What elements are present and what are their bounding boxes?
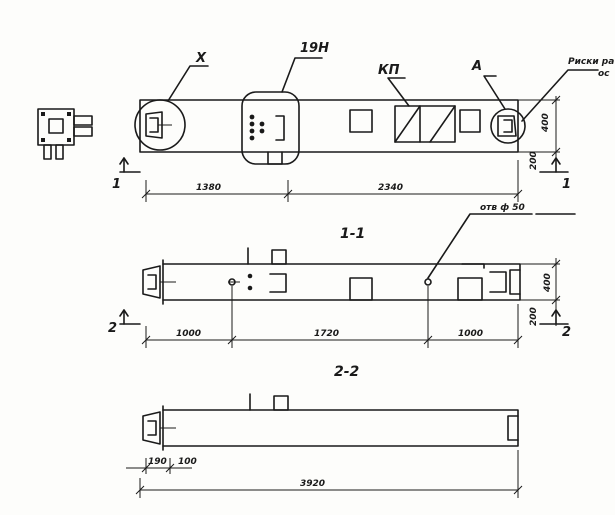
dim-190: 190 bbox=[148, 457, 167, 467]
label-a: А bbox=[471, 59, 482, 74]
dim-400-top: 400 bbox=[541, 113, 551, 133]
section-1-1-title: 1-1 bbox=[340, 226, 365, 242]
connector-detail-icon bbox=[37, 108, 93, 160]
cut-2-right: 2 bbox=[562, 325, 571, 340]
dim-1000-left: 1000 bbox=[176, 329, 201, 339]
cut-2-left: 2 bbox=[108, 321, 117, 336]
label-hole: отв ф 50 bbox=[480, 203, 525, 213]
dim-3920: 3920 bbox=[300, 479, 325, 489]
dim-100: 100 bbox=[178, 457, 197, 467]
section-2-2-title: 2-2 bbox=[334, 364, 359, 380]
label-risk-line1: Риски ра bbox=[568, 57, 614, 67]
label-19h: 19H bbox=[300, 41, 329, 56]
dim-200-top: 200 bbox=[529, 151, 539, 170]
plan-view: X 19H КП А Риски ра ос 400 200 1 1 1380 … bbox=[112, 41, 614, 202]
section-2-2: 2-2 190 100 3920 bbox=[126, 364, 523, 498]
detail-x-circle bbox=[134, 99, 186, 151]
dim-1720: 1720 bbox=[314, 329, 339, 339]
kp-box bbox=[394, 105, 456, 143]
cut-1-left: 1 bbox=[112, 177, 121, 192]
dim-200-mid: 200 bbox=[529, 307, 539, 326]
cut-1-right: 1 bbox=[562, 177, 571, 192]
section-1-1: 1-1 отв ф 50 400 200 2 bbox=[108, 203, 576, 348]
label-x: X bbox=[195, 51, 207, 66]
dim-1380: 1380 bbox=[196, 183, 221, 193]
label-kp: КП bbox=[378, 63, 400, 78]
detail-a-circle bbox=[490, 108, 526, 144]
dim-400-mid: 400 bbox=[543, 273, 553, 293]
dim-2340: 2340 bbox=[378, 183, 403, 193]
dim-1000-right: 1000 bbox=[458, 329, 483, 339]
label-risk-line2: ос bbox=[598, 69, 610, 79]
detail-19h-bubble bbox=[241, 91, 300, 165]
